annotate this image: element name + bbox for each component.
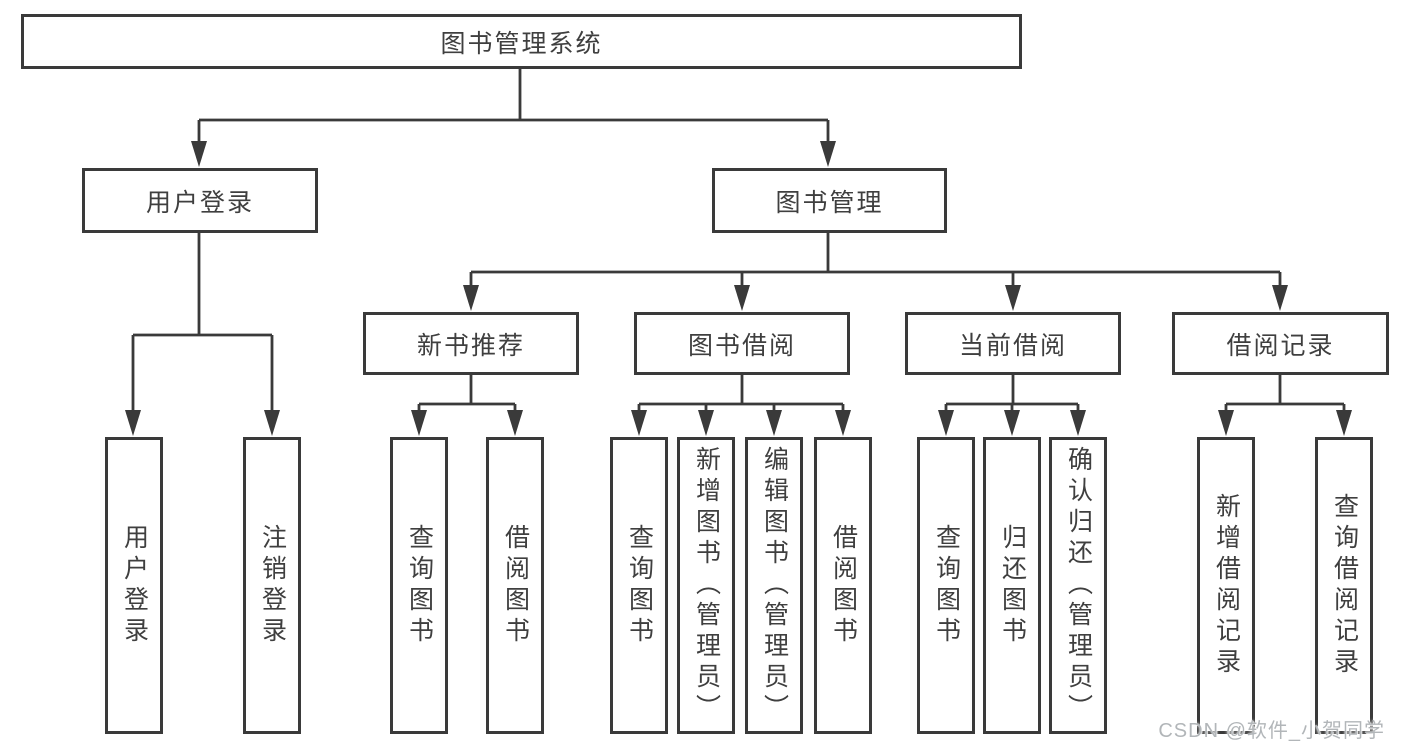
arrow-icon	[766, 410, 782, 436]
node-user-login: 用户登录	[82, 168, 318, 233]
leaf-current-return-label: 归还图书	[998, 523, 1027, 648]
watermark: CSDN @软件_小贺同学	[1158, 720, 1385, 742]
connector-root-to-level2	[197, 69, 830, 146]
node-root: 图书管理系统	[21, 14, 1022, 69]
node-book-borrow-label: 图书借阅	[687, 331, 796, 360]
leaf-records-add: 新增借阅记录	[1197, 437, 1255, 734]
arrow-icon	[938, 410, 954, 436]
node-book-mgmt-label: 图书管理	[775, 188, 884, 217]
node-current-borrow: 当前借阅	[905, 312, 1121, 375]
leaf-borrow-query: 查询图书	[610, 437, 668, 734]
leaf-user-login-label: 用户登录	[120, 523, 149, 648]
leaf-borrow-query-label: 查询图书	[625, 523, 654, 648]
arrow-icon	[1005, 285, 1021, 311]
leaf-newbooks-borrow-label: 借阅图书	[501, 523, 530, 648]
arrow-icon	[411, 410, 427, 436]
leaf-current-confirm: 确认归还（管理员）	[1049, 437, 1107, 734]
node-user-login-label: 用户登录	[145, 188, 254, 217]
connector-bookmgmt-to-level3	[469, 233, 1282, 290]
arrow-icon	[820, 141, 836, 167]
node-new-books-label: 新书推荐	[416, 331, 525, 360]
node-new-books: 新书推荐	[363, 312, 579, 375]
node-book-mgmt: 图书管理	[712, 168, 947, 233]
arrow-icon	[1336, 410, 1352, 436]
arrow-icon	[507, 410, 523, 436]
node-root-label: 图书管理系统	[440, 29, 603, 58]
arrow-icon	[1070, 410, 1086, 436]
leaf-borrow-borrow-label: 借阅图书	[829, 523, 858, 648]
arrowheads	[125, 141, 1352, 436]
connector-bookborrow-to-leaves	[637, 375, 845, 414]
leaf-borrow-edit-label: 编辑图书（管理员）	[760, 446, 789, 725]
leaf-records-query-label: 查询借阅记录	[1330, 492, 1359, 679]
leaf-borrow-add-label: 新增图书（管理员）	[692, 446, 721, 725]
arrow-icon	[835, 410, 851, 436]
connector-borrowrecords-to-leaves	[1224, 375, 1346, 414]
node-current-borrow-label: 当前借阅	[958, 331, 1067, 360]
leaf-newbooks-query: 查询图书	[390, 437, 448, 734]
arrow-icon	[1004, 410, 1020, 436]
arrow-icon	[125, 410, 141, 436]
arrow-icon	[698, 410, 714, 436]
leaf-borrow-borrow: 借阅图书	[814, 437, 872, 734]
arrow-icon	[463, 285, 479, 311]
leaf-current-confirm-label: 确认归还（管理员）	[1064, 446, 1093, 725]
leaf-newbooks-borrow: 借阅图书	[486, 437, 544, 734]
leaf-records-add-label: 新增借阅记录	[1212, 492, 1241, 679]
arrow-icon	[1272, 285, 1288, 311]
leaf-current-return: 归还图书	[983, 437, 1041, 734]
node-borrow-records: 借阅记录	[1172, 312, 1389, 375]
leaf-logout-label: 注销登录	[258, 523, 287, 648]
arrow-icon	[734, 285, 750, 311]
leaf-borrow-edit: 编辑图书（管理员）	[745, 437, 803, 734]
connector-newbooks-to-leaves	[417, 375, 517, 414]
connector-userlogin-to-leaves	[131, 233, 274, 414]
connector-currentborrow-to-leaves	[944, 375, 1080, 414]
arrow-icon	[264, 410, 280, 436]
leaf-current-query-label: 查询图书	[932, 523, 961, 648]
arrow-icon	[631, 410, 647, 436]
leaf-records-query: 查询借阅记录	[1315, 437, 1373, 734]
leaf-logout: 注销登录	[243, 437, 301, 734]
arrow-icon	[1218, 410, 1234, 436]
leaf-user-login: 用户登录	[105, 437, 163, 734]
arrow-icon	[191, 141, 207, 167]
leaf-borrow-add: 新增图书（管理员）	[677, 437, 735, 734]
node-book-borrow: 图书借阅	[634, 312, 850, 375]
node-borrow-records-label: 借阅记录	[1226, 331, 1335, 360]
leaf-newbooks-query-label: 查询图书	[405, 523, 434, 648]
leaf-current-query: 查询图书	[917, 437, 975, 734]
